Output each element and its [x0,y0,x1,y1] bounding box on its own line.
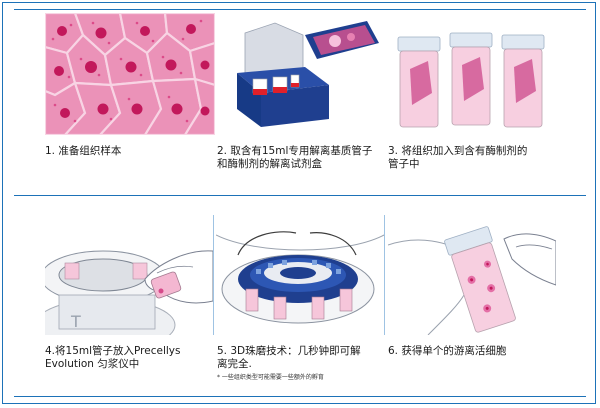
step4-caption: 4.将15ml管子放入Precellys Evolution 匀浆仪中 [45,345,180,371]
step1-caption-line1: 1. 准备组织样本 [45,145,122,157]
step5-bead-mill-image [216,215,384,335]
step4-caption-line2: Evolution 匀浆仪中 [45,358,140,370]
step5-caption-line2: 离完全. [217,358,252,370]
step2-caption-line1: 2. 取含有15ml专用解离基质管子 [217,145,373,157]
step2-caption-line2: 和酶制剂的解离试剂盒 [217,158,322,170]
step6-free-cells-image [388,215,556,335]
step2-kit-image [217,13,387,135]
step3-caption-line2: 管子中 [388,158,420,170]
divider-right [384,215,385,335]
step1-caption: 1. 准备组织样本 [45,145,121,158]
step1-tissue-image [45,13,215,135]
step3-caption: 3. 将组织加入到含有酶制剂的 管子中 [388,145,527,171]
middle-rule [14,195,586,196]
step4-homogenizer-image: T [45,215,213,335]
step2-caption: 2. 取含有15ml专用解离基质管子 和酶制剂的解离试剂盒 [217,145,372,171]
svg-text:T: T [70,312,81,331]
step3-tubes-image [388,13,558,135]
step4-caption-line1: 4.将15ml管子放入Precellys [45,345,181,357]
step6-caption: 6. 获得单个的游离活细胞 [388,345,506,358]
step5-caption: 5. 3D珠磨技术：几秒钟即可解 离完全. [217,345,361,371]
top-rule [14,9,586,10]
step3-caption-line1: 3. 将组织加入到含有酶制剂的 [388,145,528,157]
step6-caption-line1: 6. 获得单个的游离活细胞 [388,345,507,357]
divider-left [213,215,214,335]
step5-caption-line1: 5. 3D珠磨技术：几秒钟即可解 [217,345,361,357]
bottom-rule [14,396,586,397]
step5-footnote: * 一些组织类型可能需要一些额外的孵育 [217,374,324,381]
